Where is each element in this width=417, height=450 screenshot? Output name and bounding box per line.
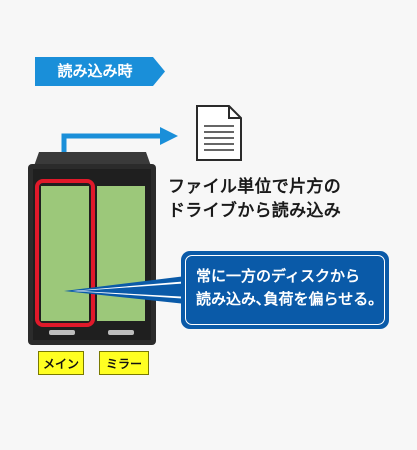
caption-line-2: ドライブから読み込み [168, 201, 341, 221]
mode-label: 読み込み時 [57, 62, 133, 80]
disk-mirror [97, 186, 145, 335]
banner-shape [35, 57, 165, 86]
callout-pointer [64, 276, 190, 304]
main-disk-highlight [35, 179, 95, 327]
mode-banner: 読み込み時 [35, 57, 165, 86]
disk-main [41, 186, 89, 335]
disk-main-led [49, 330, 75, 335]
caption: ファイル単位で片方の ドライブから読み込み [168, 175, 341, 223]
callout-line-1: 常に一方のディスクから [196, 267, 360, 285]
callout-line-2: 読み込み､負荷を偏らせる｡ [196, 290, 376, 308]
drive-label-mirror: ミラー [99, 351, 149, 375]
caption-line-1: ファイル単位で片方の [168, 177, 341, 197]
callout-inner: 常に一方のディスクから 読み込み､負荷を偏らせる｡ [185, 255, 385, 325]
callout-box: 常に一方のディスクから 読み込み､負荷を偏らせる｡ [181, 251, 389, 329]
disk-mirror-led [108, 330, 134, 335]
document-icon [196, 105, 242, 161]
drive-label-main: メイン [38, 351, 84, 375]
